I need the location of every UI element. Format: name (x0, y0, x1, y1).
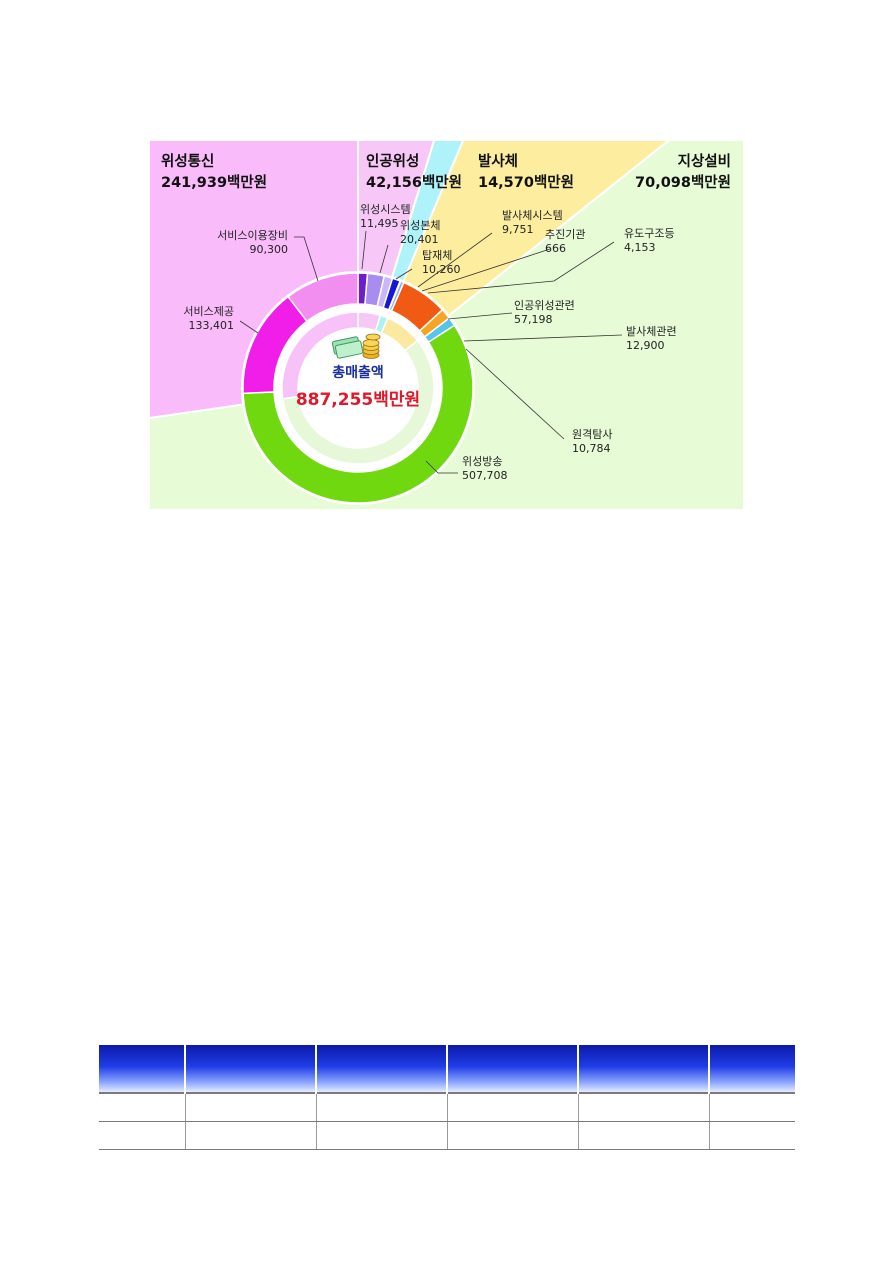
leader-line (379, 244, 389, 274)
table-header-row (99, 1045, 795, 1093)
table-cell (709, 1092, 795, 1122)
category-total-jisang-seolbi: 70,098백만원 (635, 174, 731, 191)
slice-value-label: 133,401 (189, 319, 235, 332)
table-cell (447, 1121, 579, 1150)
center-total: 887,255백만원 (296, 390, 420, 410)
slice-name-label: 탑재체 (422, 249, 452, 262)
slice-value-label: 11,495 (360, 217, 399, 230)
table-cell (316, 1092, 448, 1122)
slice-name-label: 서비스제공 (183, 305, 234, 318)
table-cell (709, 1121, 795, 1150)
slice-value-label: 57,198 (514, 313, 553, 326)
outer-ring-slice (287, 272, 359, 323)
category-title-wiseong-tongsin: 위성통신 (161, 152, 214, 170)
category-total-balsache: 14,570백만원 (478, 174, 574, 191)
slice-name-label: 위성시스템 (360, 203, 411, 216)
leader-line (447, 312, 513, 320)
table-cell (578, 1092, 710, 1122)
leader-line (427, 241, 615, 294)
table-cell (578, 1121, 710, 1150)
slice-name-label: 위성본체 (400, 219, 440, 232)
slice-name-label: 위성방송 (462, 455, 502, 468)
table-cell (99, 1092, 186, 1122)
category-title-balsache: 발사체 (478, 153, 518, 170)
leader-line (463, 334, 623, 342)
leader-line (239, 320, 259, 334)
table-header-cell (185, 1045, 317, 1093)
table-header-cell (99, 1045, 186, 1093)
slice-value-label: 666 (545, 242, 566, 255)
table-header-cell (709, 1045, 795, 1093)
outer-ring-slice (242, 324, 474, 504)
table-cell (447, 1092, 579, 1122)
leader-line (425, 460, 458, 474)
slice-name-label: 유도구조등 (624, 227, 675, 240)
slice-name-label: 발사체시스템 (502, 209, 563, 222)
satellite-revenue-chart: 위성통신 241,939백만원 인공위성 42,156백만원 발사체 14,57… (150, 141, 743, 509)
slice-value-label: 10,784 (572, 442, 611, 455)
table-header-cell (316, 1045, 448, 1093)
leader-line (361, 230, 367, 270)
slice-value-label: 10,260 (422, 263, 461, 276)
slice-value-label: 9,751 (502, 223, 534, 236)
table-header-cell (578, 1045, 710, 1093)
leader-line (417, 232, 493, 288)
table-cell (99, 1121, 186, 1150)
slice-name-label: 인공위성관련 (514, 299, 575, 312)
slice-name-label: 원격탐사 (572, 428, 612, 441)
slice-name-label: 서비스이용장비 (217, 229, 288, 242)
table-cell (185, 1121, 317, 1150)
leader-line (465, 348, 565, 440)
category-title-jisang-seolbi: 지상설비 (678, 153, 731, 170)
data-table (99, 1045, 795, 1150)
slice-name-label: 발사체관련 (626, 325, 677, 338)
slice-value-label: 4,153 (624, 241, 656, 254)
category-total-ingong-wiseong: 42,156백만원 (366, 174, 462, 191)
leader-line (421, 248, 551, 292)
slice-value-label: 12,900 (626, 339, 665, 352)
slice-value-label: 507,708 (462, 469, 508, 482)
slice-name-label: 추진기관 (545, 228, 585, 241)
leader-line (395, 268, 413, 280)
chart-svg: 위성통신 241,939백만원 인공위성 42,156백만원 발사체 14,57… (150, 141, 743, 509)
table-cell (185, 1092, 317, 1122)
category-title-ingong-wiseong: 인공위성 (366, 152, 419, 170)
leader-line (294, 236, 319, 282)
category-total-wiseong-tongsin: 241,939백만원 (161, 174, 267, 191)
slice-value-label: 20,401 (400, 233, 439, 246)
bg-ingong-wiseong (357, 141, 436, 389)
table-cell (316, 1121, 448, 1150)
money-icon (331, 333, 381, 359)
donut-center (298, 328, 418, 448)
table-header-cell (447, 1045, 579, 1093)
table-row (99, 1121, 795, 1150)
center-title: 총매출액 (332, 364, 384, 381)
table-row (99, 1092, 795, 1122)
slice-value-label: 90,300 (250, 243, 289, 256)
